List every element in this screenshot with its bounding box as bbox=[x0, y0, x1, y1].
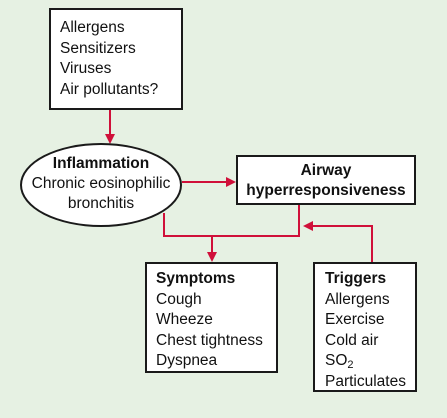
symptoms-box: Symptoms Cough Wheeze Chest tightness Dy… bbox=[145, 262, 278, 373]
symptom-item: Wheeze bbox=[156, 311, 213, 328]
source-item: Sensitizers bbox=[60, 39, 136, 57]
sources-box: Allergens Sensitizers Viruses Air pollut… bbox=[49, 8, 183, 110]
symptom-item: Dyspnea bbox=[156, 352, 218, 369]
source-item: Air pollutants? bbox=[60, 80, 159, 98]
inflammation-line: bronchitis bbox=[67, 195, 135, 212]
symptom-item: Cough bbox=[156, 290, 202, 308]
so2-subscript: 2 bbox=[347, 359, 354, 371]
triggers-box: Triggers Allergens Exercise Cold air SO2… bbox=[313, 262, 417, 392]
trigger-item: Particulates bbox=[325, 372, 406, 390]
airway-line: Airway bbox=[300, 162, 352, 179]
trigger-item: Cold air bbox=[325, 331, 379, 349]
source-item: Viruses bbox=[60, 60, 112, 77]
arrow-to-symptoms-path bbox=[163, 205, 300, 237]
symptom-item: Chest tightness bbox=[156, 331, 263, 349]
source-item: Allergens bbox=[60, 19, 125, 36]
trigger-item: Exercise bbox=[325, 311, 385, 328]
arrow-triggers-to-airway bbox=[303, 221, 373, 262]
inflammation-ellipse: Inflammation Chronic eosinophilic bronch… bbox=[20, 143, 182, 227]
inflammation-line: Chronic eosinophilic bbox=[31, 175, 171, 192]
trigger-item-so2: SO2 bbox=[325, 351, 415, 372]
so-text: SO bbox=[325, 352, 348, 369]
triggers-title: Triggers bbox=[325, 270, 387, 287]
airway-box: Airway hyperresponsiveness bbox=[236, 155, 416, 205]
symptoms-title: Symptoms bbox=[156, 270, 236, 287]
inflammation-title: Inflammation bbox=[52, 155, 150, 172]
airway-line: hyperresponsiveness bbox=[246, 182, 406, 199]
trigger-item: Allergens bbox=[325, 290, 390, 308]
